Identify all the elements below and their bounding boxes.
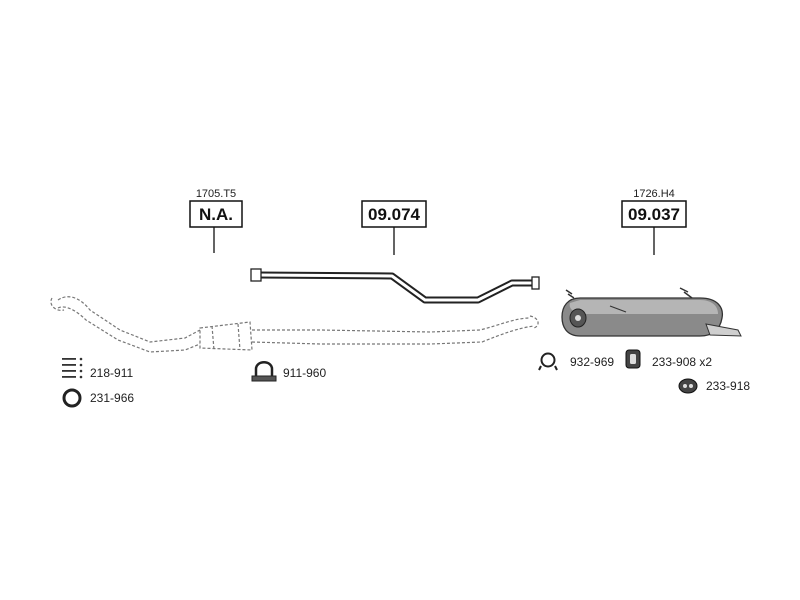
callout-na[interactable]: 1705.T5 N.A. [189,188,243,253]
bolt-kit-icon [62,357,83,379]
callout-na-label: N.A. [199,205,233,224]
rubber-mount-icon [678,378,698,394]
front-pipe-catalyst-not-available[interactable] [50,296,539,353]
u-clamp-icon [251,361,277,382]
callout-09037-ref: 1726.H4 [633,188,675,200]
callout-09074-label: 09.074 [368,205,421,224]
part-231-966-label: 231-966 [90,391,134,405]
part-231-966[interactable]: 231-966 [62,388,134,408]
gasket-ring-icon [62,388,82,408]
part-911-960[interactable]: 911-960 [251,361,326,382]
part-911-960-label: 911-960 [283,366,326,380]
part-218-911[interactable]: 218-911 [62,357,133,380]
callout-09037[interactable]: 1726.H4 09.037 [621,188,687,255]
callout-09037-label: 09.037 [628,205,680,224]
part-233-918[interactable]: 233-918 [678,378,750,394]
rubber-hanger-icon [625,349,641,369]
part-233-908[interactable]: 233-908 x2 [625,349,712,369]
intermediate-pipe[interactable] [250,268,540,304]
part-932-969[interactable]: 932-969 [538,352,614,371]
part-218-911-label: 218-911 [90,366,133,380]
callout-na-box [189,200,243,228]
part-233-918-label: 233-918 [706,379,750,393]
part-233-908-label: 233-908 x2 [652,355,712,369]
callout-na-ref: 1705.T5 [196,188,236,200]
callout-09074[interactable]: 09.074 [361,200,427,255]
clamp-icon [538,352,558,371]
callout-09074-box [361,200,427,228]
callout-09037-box [621,200,687,228]
part-932-969-label: 932-969 [570,355,614,369]
rear-silencer[interactable] [561,287,742,337]
